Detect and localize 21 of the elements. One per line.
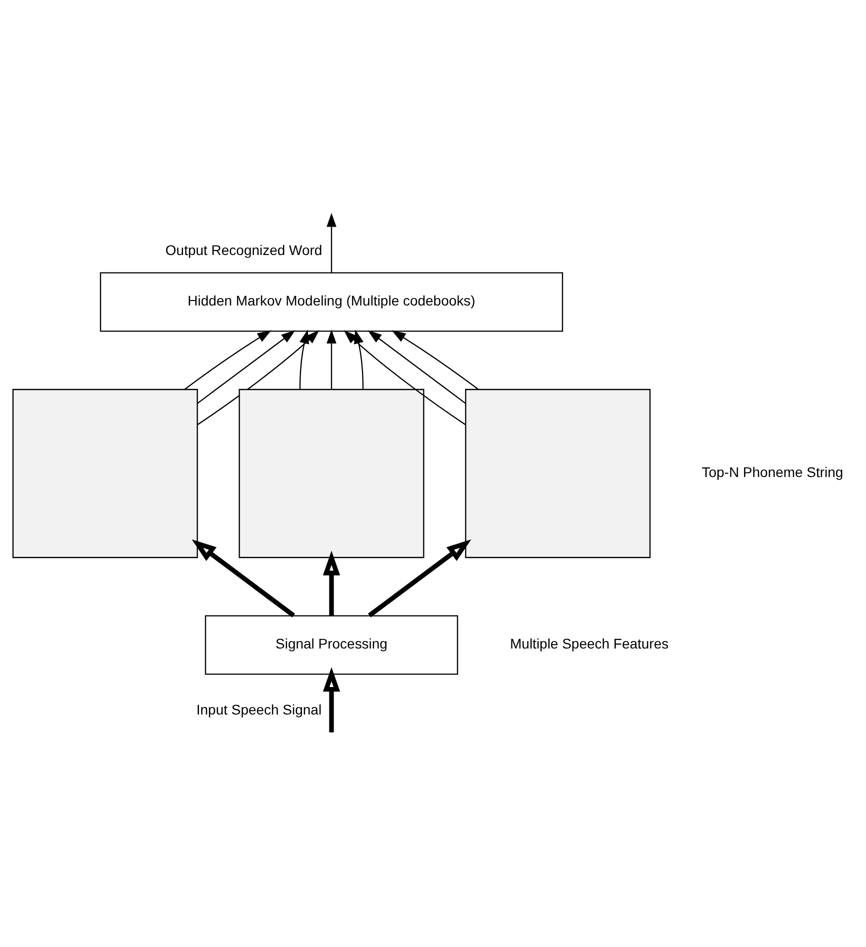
arrow	[368, 539, 472, 618]
arrow	[299, 330, 309, 390]
arrow	[197, 330, 296, 404]
node-box: Signal Processing	[204, 615, 458, 675]
arrow	[326, 330, 336, 390]
node-box	[12, 388, 198, 558]
node-box	[238, 388, 424, 558]
arrow	[326, 212, 336, 273]
label: Top-N Phoneme String	[702, 464, 844, 480]
arrow	[184, 330, 272, 390]
edge-label: Input Speech Signal	[196, 702, 322, 718]
arrow	[197, 330, 320, 426]
label: Multiple Speech Features	[510, 636, 669, 652]
arrow	[322, 550, 340, 616]
node-box	[465, 388, 651, 558]
node-box: Hidden Markov Modeling (Multiple codebooks)	[100, 272, 564, 332]
edge-label: Output Recognized Word	[165, 242, 322, 258]
arrow	[368, 330, 466, 404]
arrow	[192, 539, 296, 618]
arrow	[322, 667, 340, 732]
arrow	[392, 330, 479, 390]
